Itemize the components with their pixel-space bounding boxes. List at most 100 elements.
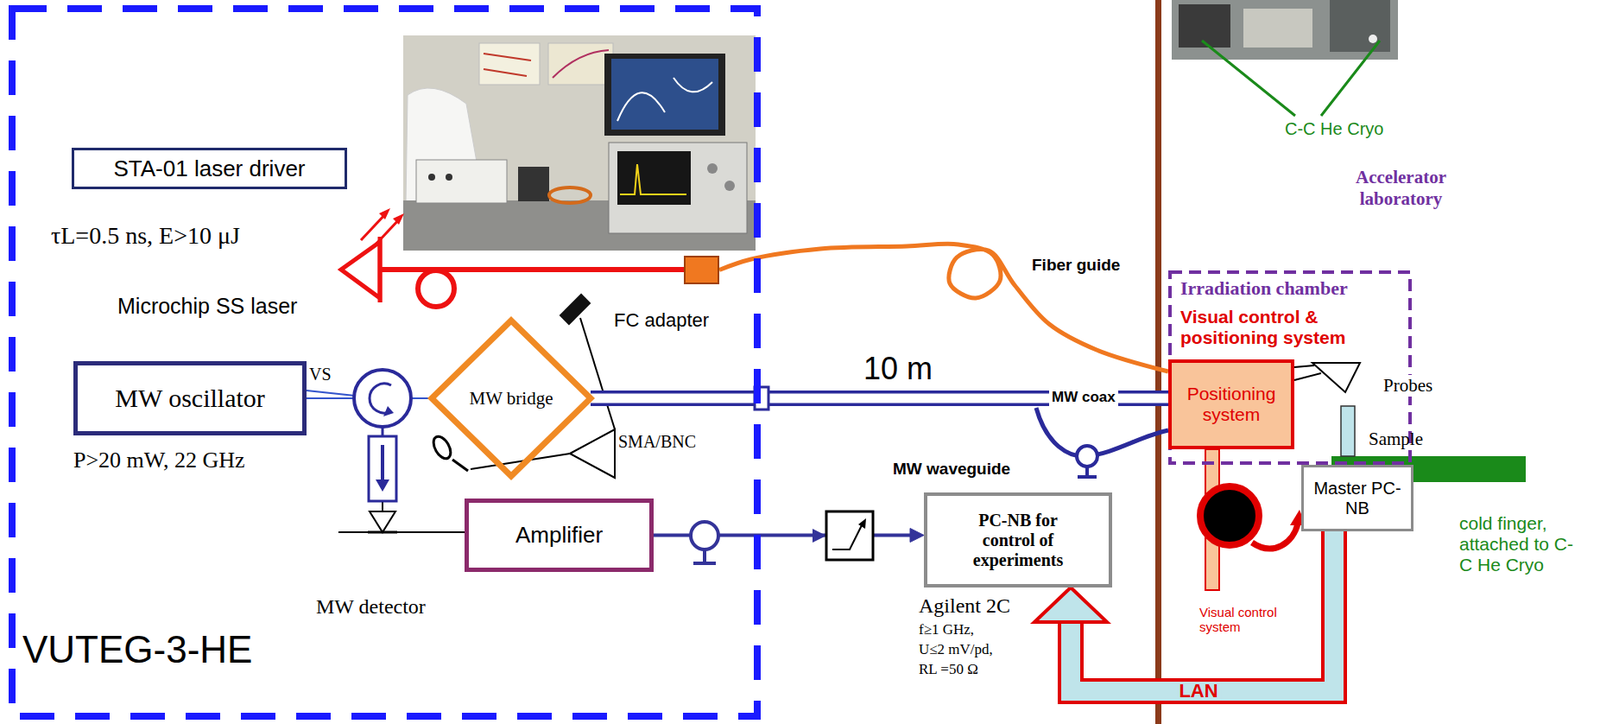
arrow-head <box>392 213 405 225</box>
camera-name: Visual control system <box>1199 604 1295 634</box>
scope-name: Agilent 2C <box>918 594 1011 618</box>
probe-symbol <box>1312 362 1360 393</box>
oscillator-spec: P>20 mW, 22 GHz <box>73 447 246 474</box>
tuning-stub <box>559 293 592 326</box>
photo-ground <box>403 35 756 251</box>
arrow-head <box>1034 587 1107 622</box>
label-box: MW detector <box>316 594 426 619</box>
label-box: f≥1 GHz, <box>918 620 974 639</box>
cryostat <box>1329 0 1391 52</box>
port-name: VS <box>309 364 332 385</box>
fiber-coil <box>549 187 591 203</box>
edge-label-box: 10 m <box>863 350 933 387</box>
arrow-head <box>379 208 391 220</box>
label-box: MW coax <box>1049 388 1119 406</box>
poster <box>548 43 614 85</box>
laptop <box>604 53 726 136</box>
label-box: Visual control system <box>1199 604 1295 634</box>
box-label: Amplifier <box>515 521 603 549</box>
fiber-loop <box>417 270 455 307</box>
diode-symbol <box>369 511 396 532</box>
loop-probe-lead <box>452 459 468 471</box>
wire <box>338 531 465 533</box>
probe-lead <box>1294 373 1322 380</box>
box-label: Master PC-NB <box>1307 478 1408 519</box>
camera-link <box>1252 523 1298 549</box>
isolator-arrow <box>380 444 385 482</box>
label-box: Sample <box>1368 428 1423 450</box>
scope-screen <box>617 151 691 205</box>
knob <box>445 173 453 181</box>
bridge-detector-parts <box>306 293 615 532</box>
optical-fiber <box>719 243 1169 372</box>
connector-name: SMA/BNC <box>618 431 696 452</box>
box-label: STA-01 laser driver <box>113 155 305 183</box>
box-label: PC-NB for control of experiments <box>953 510 1083 570</box>
label-box: VS <box>309 364 332 385</box>
edge-label: LAN <box>1175 681 1221 701</box>
arrow-head <box>858 518 867 529</box>
fc-adapter: FC adapter <box>683 255 720 285</box>
laser-head <box>518 166 550 202</box>
scope-spec: f≥1 GHz, <box>918 620 974 639</box>
label-box: P>20 mW, 22 GHz <box>73 447 246 474</box>
label-box: U≤2 mV/pd, <box>918 640 993 658</box>
sma-triangle <box>569 429 615 478</box>
poster-chart <box>552 50 609 78</box>
cryo-name: C-C He Cryo <box>1284 119 1384 140</box>
poster <box>479 43 540 85</box>
positioning-box: Positioning system <box>1168 359 1295 450</box>
system-name: VUTEG-3-HE <box>22 627 253 671</box>
cable-name: MW coax <box>1049 388 1119 406</box>
room-name: Accelerator laboratory <box>1334 166 1468 210</box>
scope-spec: U≤2 mV/pd, <box>918 640 993 658</box>
oscilloscope <box>608 142 747 234</box>
scope-spec: RL =50 Ω <box>918 660 979 678</box>
isolator <box>368 436 397 501</box>
adapter-label: FC adapter <box>613 309 646 332</box>
scope-trace <box>619 164 687 195</box>
edge-label: 10 m <box>863 350 933 387</box>
edge-label-box: Fiber guide <box>1031 255 1120 275</box>
chamber-subtitle: Visual control & positioning system <box>1180 306 1388 348</box>
laser-triangle <box>341 241 380 298</box>
wall <box>1155 0 1162 724</box>
connector-base <box>693 561 716 565</box>
control-pc-box: PC-NB for control of experiments <box>923 492 1113 588</box>
leader-line <box>1201 40 1380 116</box>
label-box: RL =50 Ω <box>918 660 979 678</box>
poster-chart <box>483 53 532 76</box>
arrow-head <box>375 479 390 492</box>
equipment <box>1243 8 1313 48</box>
knob <box>428 173 436 181</box>
label-box: Microchip SS laser <box>117 293 298 319</box>
flange <box>1368 34 1378 44</box>
bridge-shape <box>431 320 591 476</box>
filter-symbol <box>832 523 863 550</box>
label-box: Accelerator laboratory <box>1334 166 1468 210</box>
label-box: C-C He Cryo <box>1284 119 1384 140</box>
box-label: MW oscillator <box>114 383 266 413</box>
circulator <box>354 369 412 427</box>
probe-name: Probes <box>1381 374 1435 397</box>
master-pc-box: Master PC-NB <box>1301 464 1414 532</box>
coax-connector <box>1076 445 1098 467</box>
filter-box <box>826 511 873 560</box>
edge-label-box: LAN <box>1175 681 1221 701</box>
wire <box>381 500 384 512</box>
loop-probe <box>430 433 455 462</box>
label-box: MW waveguide <box>892 459 1011 479</box>
bridge-diamond: MW bridge <box>431 320 591 476</box>
dashed-frame <box>12 8 758 716</box>
arrow-head <box>383 405 394 417</box>
probe-lead <box>1294 365 1315 367</box>
driver-unit <box>416 159 507 203</box>
label-box: cold finger, attached to C-C He Cryo <box>1459 512 1581 576</box>
mw-waveguide <box>1036 407 1169 456</box>
laptop-screen <box>611 58 719 130</box>
waveguide-name: MW waveguide <box>892 459 1011 479</box>
lab-photo <box>403 35 756 251</box>
feed-line <box>306 390 355 396</box>
